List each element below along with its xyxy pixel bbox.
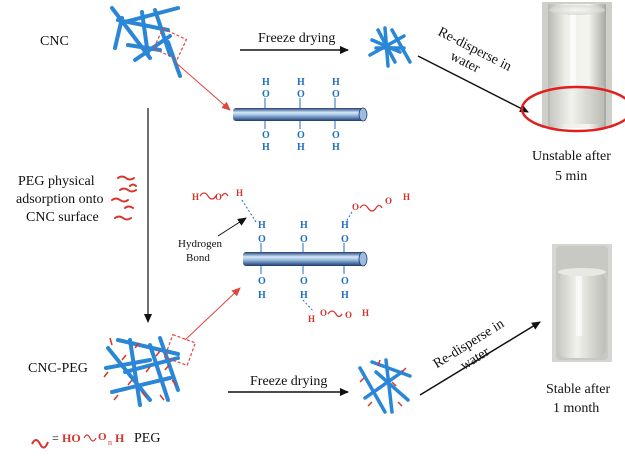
freeze-drying-label-bottom: Freeze drying <box>250 374 327 389</box>
redisperse-label-top: Re-disperse in water <box>435 25 514 77</box>
legend: = HO O n H PEG <box>31 431 160 449</box>
atom-o: O <box>332 89 340 100</box>
cnc-peg-bundle <box>104 336 180 407</box>
vial-photo-unstable <box>542 2 612 128</box>
atom-h: H <box>262 142 270 153</box>
svg-text:O: O <box>98 431 107 443</box>
unstable-label-line1: Unstable after <box>532 149 611 164</box>
peg-chain-bottom: H O O H <box>308 308 369 324</box>
atom-h: H <box>332 77 340 88</box>
atom-h: H <box>300 290 308 301</box>
atom-h: H <box>236 188 243 198</box>
cnc-rod-middle <box>243 251 368 267</box>
cnc-peg-label: CNC-PEG <box>28 361 88 376</box>
hydrogen-bond-pointer <box>217 217 247 237</box>
cnc-rod-top <box>233 107 368 122</box>
atom-h: H <box>192 192 199 202</box>
svg-text:n: n <box>108 438 112 447</box>
unstable-label-line2: 5 min <box>555 169 587 184</box>
redisperse-arrow-top <box>417 55 529 113</box>
atom-o: O <box>332 130 340 141</box>
atom-o: O <box>320 308 327 318</box>
atom-o: O <box>300 276 308 287</box>
zoom-arrow-top <box>174 61 231 111</box>
peg-chain-left: H O H <box>192 188 243 202</box>
atom-h: H <box>341 290 349 301</box>
peg-adsorption-line2: adsorption onto <box>16 192 104 207</box>
atom-h: H <box>341 220 349 231</box>
atom-o: O <box>341 234 349 245</box>
dried-cnc-peg <box>358 358 412 414</box>
atom-o: O <box>297 89 305 100</box>
atom-o: O <box>215 192 222 202</box>
atom-h: H <box>300 220 308 231</box>
peg-adsorption-line3: CNC surface <box>26 210 99 225</box>
peg-chain-right: O O H <box>352 192 410 212</box>
atom-o: O <box>258 276 266 287</box>
svg-text:H: H <box>115 431 125 445</box>
cnc-zoom-box-bottom <box>163 333 197 367</box>
cnc-bundle-top <box>110 6 182 78</box>
atom-h: H <box>258 290 266 301</box>
cnc-zoom-box-top <box>152 27 188 61</box>
cnc-peg-bundle-peg <box>103 337 177 401</box>
hydrogen-bond-label-2: Bond <box>186 252 210 264</box>
highlight-ellipse <box>520 85 625 133</box>
atom-h: H <box>362 308 369 318</box>
atom-o: O <box>297 130 305 141</box>
atom-h: H <box>297 77 305 88</box>
svg-text:HO: HO <box>62 431 81 445</box>
freeze-drying-label-top: Freeze drying <box>258 31 335 46</box>
atom-h: H <box>403 192 410 202</box>
atom-o: O <box>262 89 270 100</box>
atom-h: H <box>308 314 315 324</box>
hydrogen-bond-label-1: Hydrogen <box>178 238 222 250</box>
atom-o: O <box>345 310 352 320</box>
atom-o: O <box>262 130 270 141</box>
svg-text:=: = <box>52 431 59 445</box>
atom-o: O <box>300 234 308 245</box>
atom-o: O <box>352 202 359 212</box>
cnc-label: CNC <box>40 34 69 49</box>
atom-o: O <box>385 196 392 206</box>
hydroxyl-groups-top: HO HO HO OH OH OH <box>262 77 340 153</box>
svg-text:PEG: PEG <box>134 431 160 446</box>
atom-o: O <box>341 276 349 287</box>
peg-chain-legend-icon <box>31 439 49 449</box>
atom-h: H <box>258 220 266 231</box>
redisperse-label-bottom: Re-disperse in water <box>431 316 507 373</box>
free-peg-chains <box>111 175 137 221</box>
stable-label-line1: Stable after <box>546 382 610 397</box>
atom-o: O <box>258 234 266 245</box>
atom-h: H <box>262 77 270 88</box>
stable-label-line2: 1 month <box>553 401 599 416</box>
dried-cnc-top <box>368 26 412 68</box>
atom-h: H <box>297 142 305 153</box>
hydroxyl-groups-middle: HO HO HO OH OH OH <box>258 220 349 301</box>
zoom-arrow-bottom <box>184 287 241 341</box>
peg-adsorption-line1: PEG physical <box>18 174 95 189</box>
redisperse-arrow-bottom <box>419 321 541 396</box>
vial-photo-stable <box>552 244 612 362</box>
atom-h: H <box>332 142 340 153</box>
